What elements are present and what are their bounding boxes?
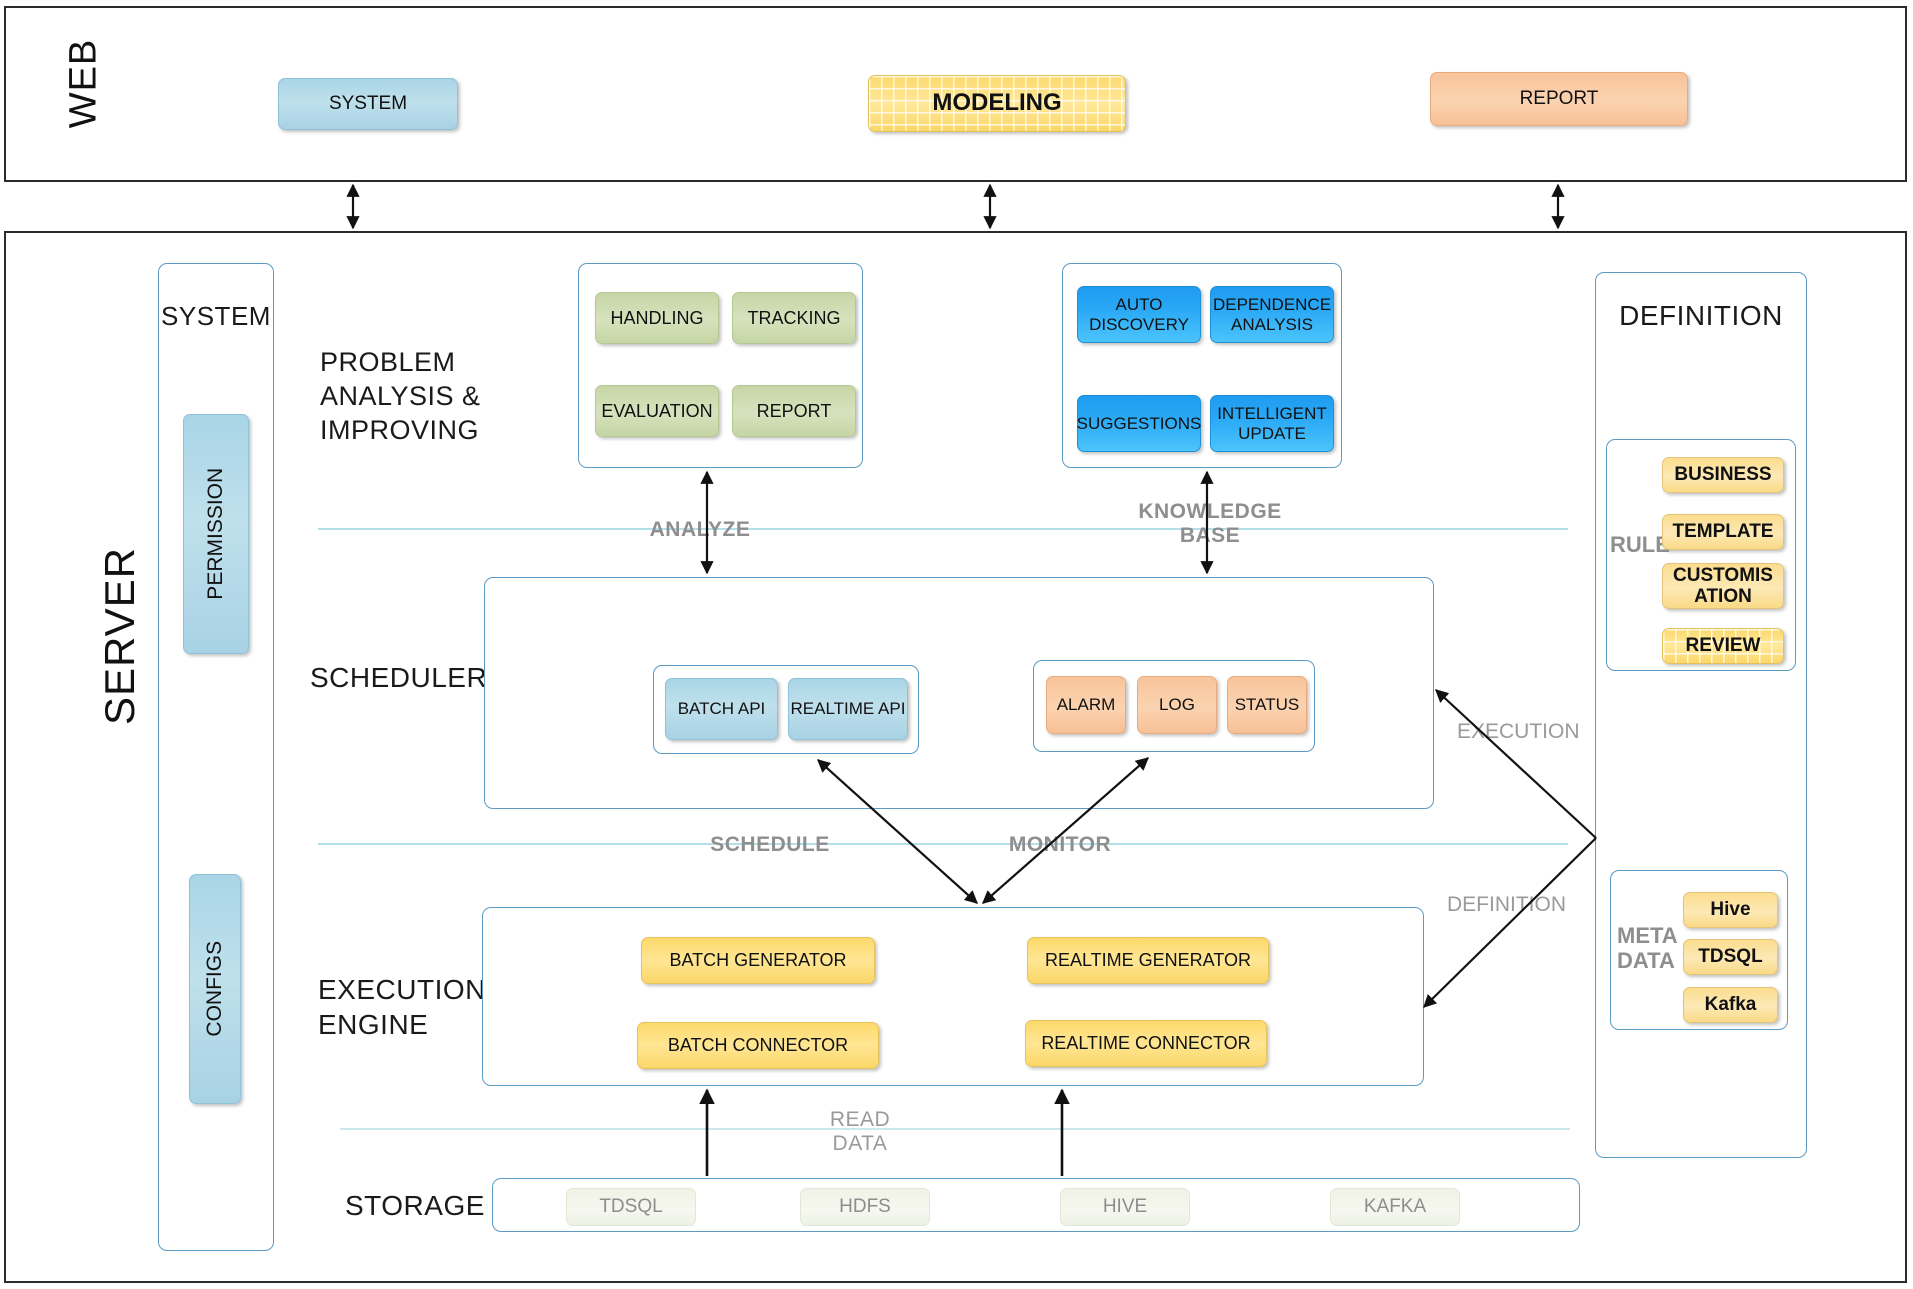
rule-item-business[interactable]: BUSINESS bbox=[1662, 457, 1784, 493]
divider-read-data bbox=[340, 1128, 1570, 1130]
metadata-item-hive[interactable]: Hive bbox=[1683, 892, 1778, 928]
knowledge-item-dependence-analysis[interactable]: DEPENDENCE ANALYSIS bbox=[1210, 286, 1334, 343]
scheduler-item-log[interactable]: LOG bbox=[1137, 676, 1217, 734]
system-item-configs[interactable]: CONFIGS bbox=[189, 874, 241, 1104]
knowledge-item-auto-discovery[interactable]: AUTO DISCOVERY bbox=[1077, 286, 1201, 343]
rule-item-customisation[interactable]: CUSTOMIS ATION bbox=[1662, 563, 1784, 609]
scheduler-section-label: SCHEDULER bbox=[310, 662, 488, 693]
divider-analyze bbox=[318, 528, 1568, 530]
knowledge-item-suggestions[interactable]: SUGGESTIONS bbox=[1077, 395, 1201, 452]
divider-label-read-data: READ DATA bbox=[829, 1108, 891, 1155]
divider-label-knowledge-base: KNOWLEDGE BASE bbox=[1138, 500, 1282, 547]
rule-item-template[interactable]: TEMPLATE bbox=[1662, 514, 1784, 550]
divider-label-schedule: SCHEDULE bbox=[710, 833, 830, 856]
storage-item-hdfs[interactable]: HDFS bbox=[800, 1188, 930, 1226]
system-item-permission[interactable]: PERMISSION bbox=[183, 414, 249, 654]
divider-label-monitor: MONITOR bbox=[1008, 833, 1112, 856]
system-item-permission-label: PERMISSION bbox=[204, 468, 228, 600]
server-layer-label: SERVER bbox=[96, 547, 143, 725]
scheduler-item-batch-api[interactable]: BATCH API bbox=[665, 678, 778, 740]
rule-item-review[interactable]: REVIEW bbox=[1662, 628, 1784, 664]
metadata-item-tdsql[interactable]: TDSQL bbox=[1683, 939, 1778, 975]
storage-item-tdsql[interactable]: TDSQL bbox=[566, 1188, 696, 1226]
problem-item-tracking[interactable]: TRACKING bbox=[732, 292, 856, 344]
divider-label-analyze: ANALYZE bbox=[649, 518, 751, 541]
scheduler-item-status[interactable]: STATUS bbox=[1227, 676, 1307, 734]
arrow-label-definition: DEFINITION bbox=[1447, 893, 1566, 916]
problem-item-handling[interactable]: HANDLING bbox=[595, 292, 719, 344]
storage-item-kafka[interactable]: KAFKA bbox=[1330, 1188, 1460, 1226]
web-module-modeling[interactable]: MODELING bbox=[868, 75, 1126, 132]
execution-engine-panel bbox=[482, 907, 1424, 1086]
arrow-label-execution: EXECUTION bbox=[1457, 720, 1580, 743]
problem-analysis-section-label: PROBLEM ANALYSIS & IMPROVING bbox=[320, 347, 481, 445]
scheduler-item-alarm[interactable]: ALARM bbox=[1046, 676, 1126, 734]
execution-item-realtime-connector[interactable]: REALTIME CONNECTOR bbox=[1025, 1020, 1267, 1067]
knowledge-item-intelligent-update[interactable]: INTELLIGENT UPDATE bbox=[1210, 395, 1334, 452]
scheduler-item-realtime-api[interactable]: REALTIME API bbox=[788, 678, 908, 740]
storage-item-hive[interactable]: HIVE bbox=[1060, 1188, 1190, 1226]
rule-group-label: RULE bbox=[1610, 532, 1670, 557]
web-module-system[interactable]: SYSTEM bbox=[278, 78, 458, 130]
divider-schedule bbox=[318, 843, 1568, 845]
definition-panel-title: DEFINITION bbox=[1619, 300, 1783, 331]
storage-section-label: STORAGE bbox=[345, 1190, 485, 1221]
metadata-item-kafka[interactable]: Kafka bbox=[1683, 987, 1778, 1023]
web-module-report[interactable]: REPORT bbox=[1430, 72, 1688, 126]
execution-item-batch-connector[interactable]: BATCH CONNECTOR bbox=[637, 1022, 879, 1069]
execution-engine-section-label: EXECUTION ENGINE bbox=[318, 974, 486, 1040]
problem-item-report[interactable]: REPORT bbox=[732, 385, 856, 437]
web-layer-label: WEB bbox=[62, 38, 105, 129]
metadata-group-label: META DATA bbox=[1617, 923, 1678, 973]
execution-item-batch-generator[interactable]: BATCH GENERATOR bbox=[641, 937, 875, 984]
execution-item-realtime-generator[interactable]: REALTIME GENERATOR bbox=[1027, 937, 1269, 984]
system-item-configs-label: CONFIGS bbox=[203, 941, 227, 1037]
problem-item-evaluation[interactable]: EVALUATION bbox=[595, 385, 719, 437]
system-panel-title: SYSTEM bbox=[161, 301, 271, 331]
